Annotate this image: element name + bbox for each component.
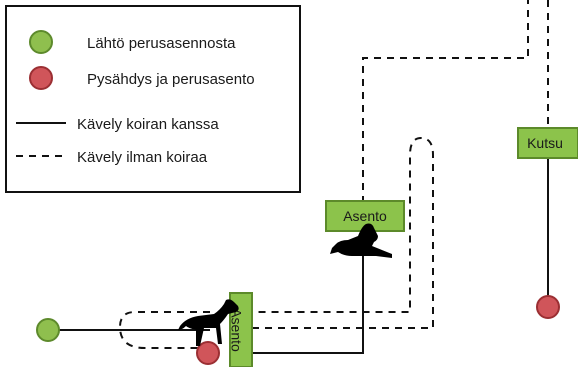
stop-marker-lower (196, 341, 220, 365)
asento-box-vertical-label: Asento (228, 308, 244, 352)
kutsu-box (517, 127, 578, 159)
legend-start-label: Lähtö perusasennosta (87, 35, 236, 52)
walk-without-dog-loop-path (118, 136, 434, 349)
start-marker (36, 318, 60, 342)
dog-silhouette-standing-icon (178, 299, 239, 346)
walk-without-dog-path-upper (362, 0, 529, 203)
legend-stop-label: Pysähdys ja perusasento (87, 71, 255, 88)
dog-silhouette-lying-icon (330, 223, 392, 258)
walk-with-dog-path-main (250, 255, 364, 354)
stop-marker-kutsu (536, 295, 560, 319)
kutsu-box-label: Kutsu (527, 135, 563, 151)
legend-stop-marker (29, 66, 53, 90)
legend-walk-without-dog-label: Kävely ilman koiraa (77, 149, 208, 166)
legend-start-marker (29, 30, 53, 54)
legend-walk-with-dog-label: Kävely koiran kanssa (77, 116, 219, 133)
asento-box-upper-label: Asento (343, 208, 387, 224)
legend-box (5, 5, 301, 193)
